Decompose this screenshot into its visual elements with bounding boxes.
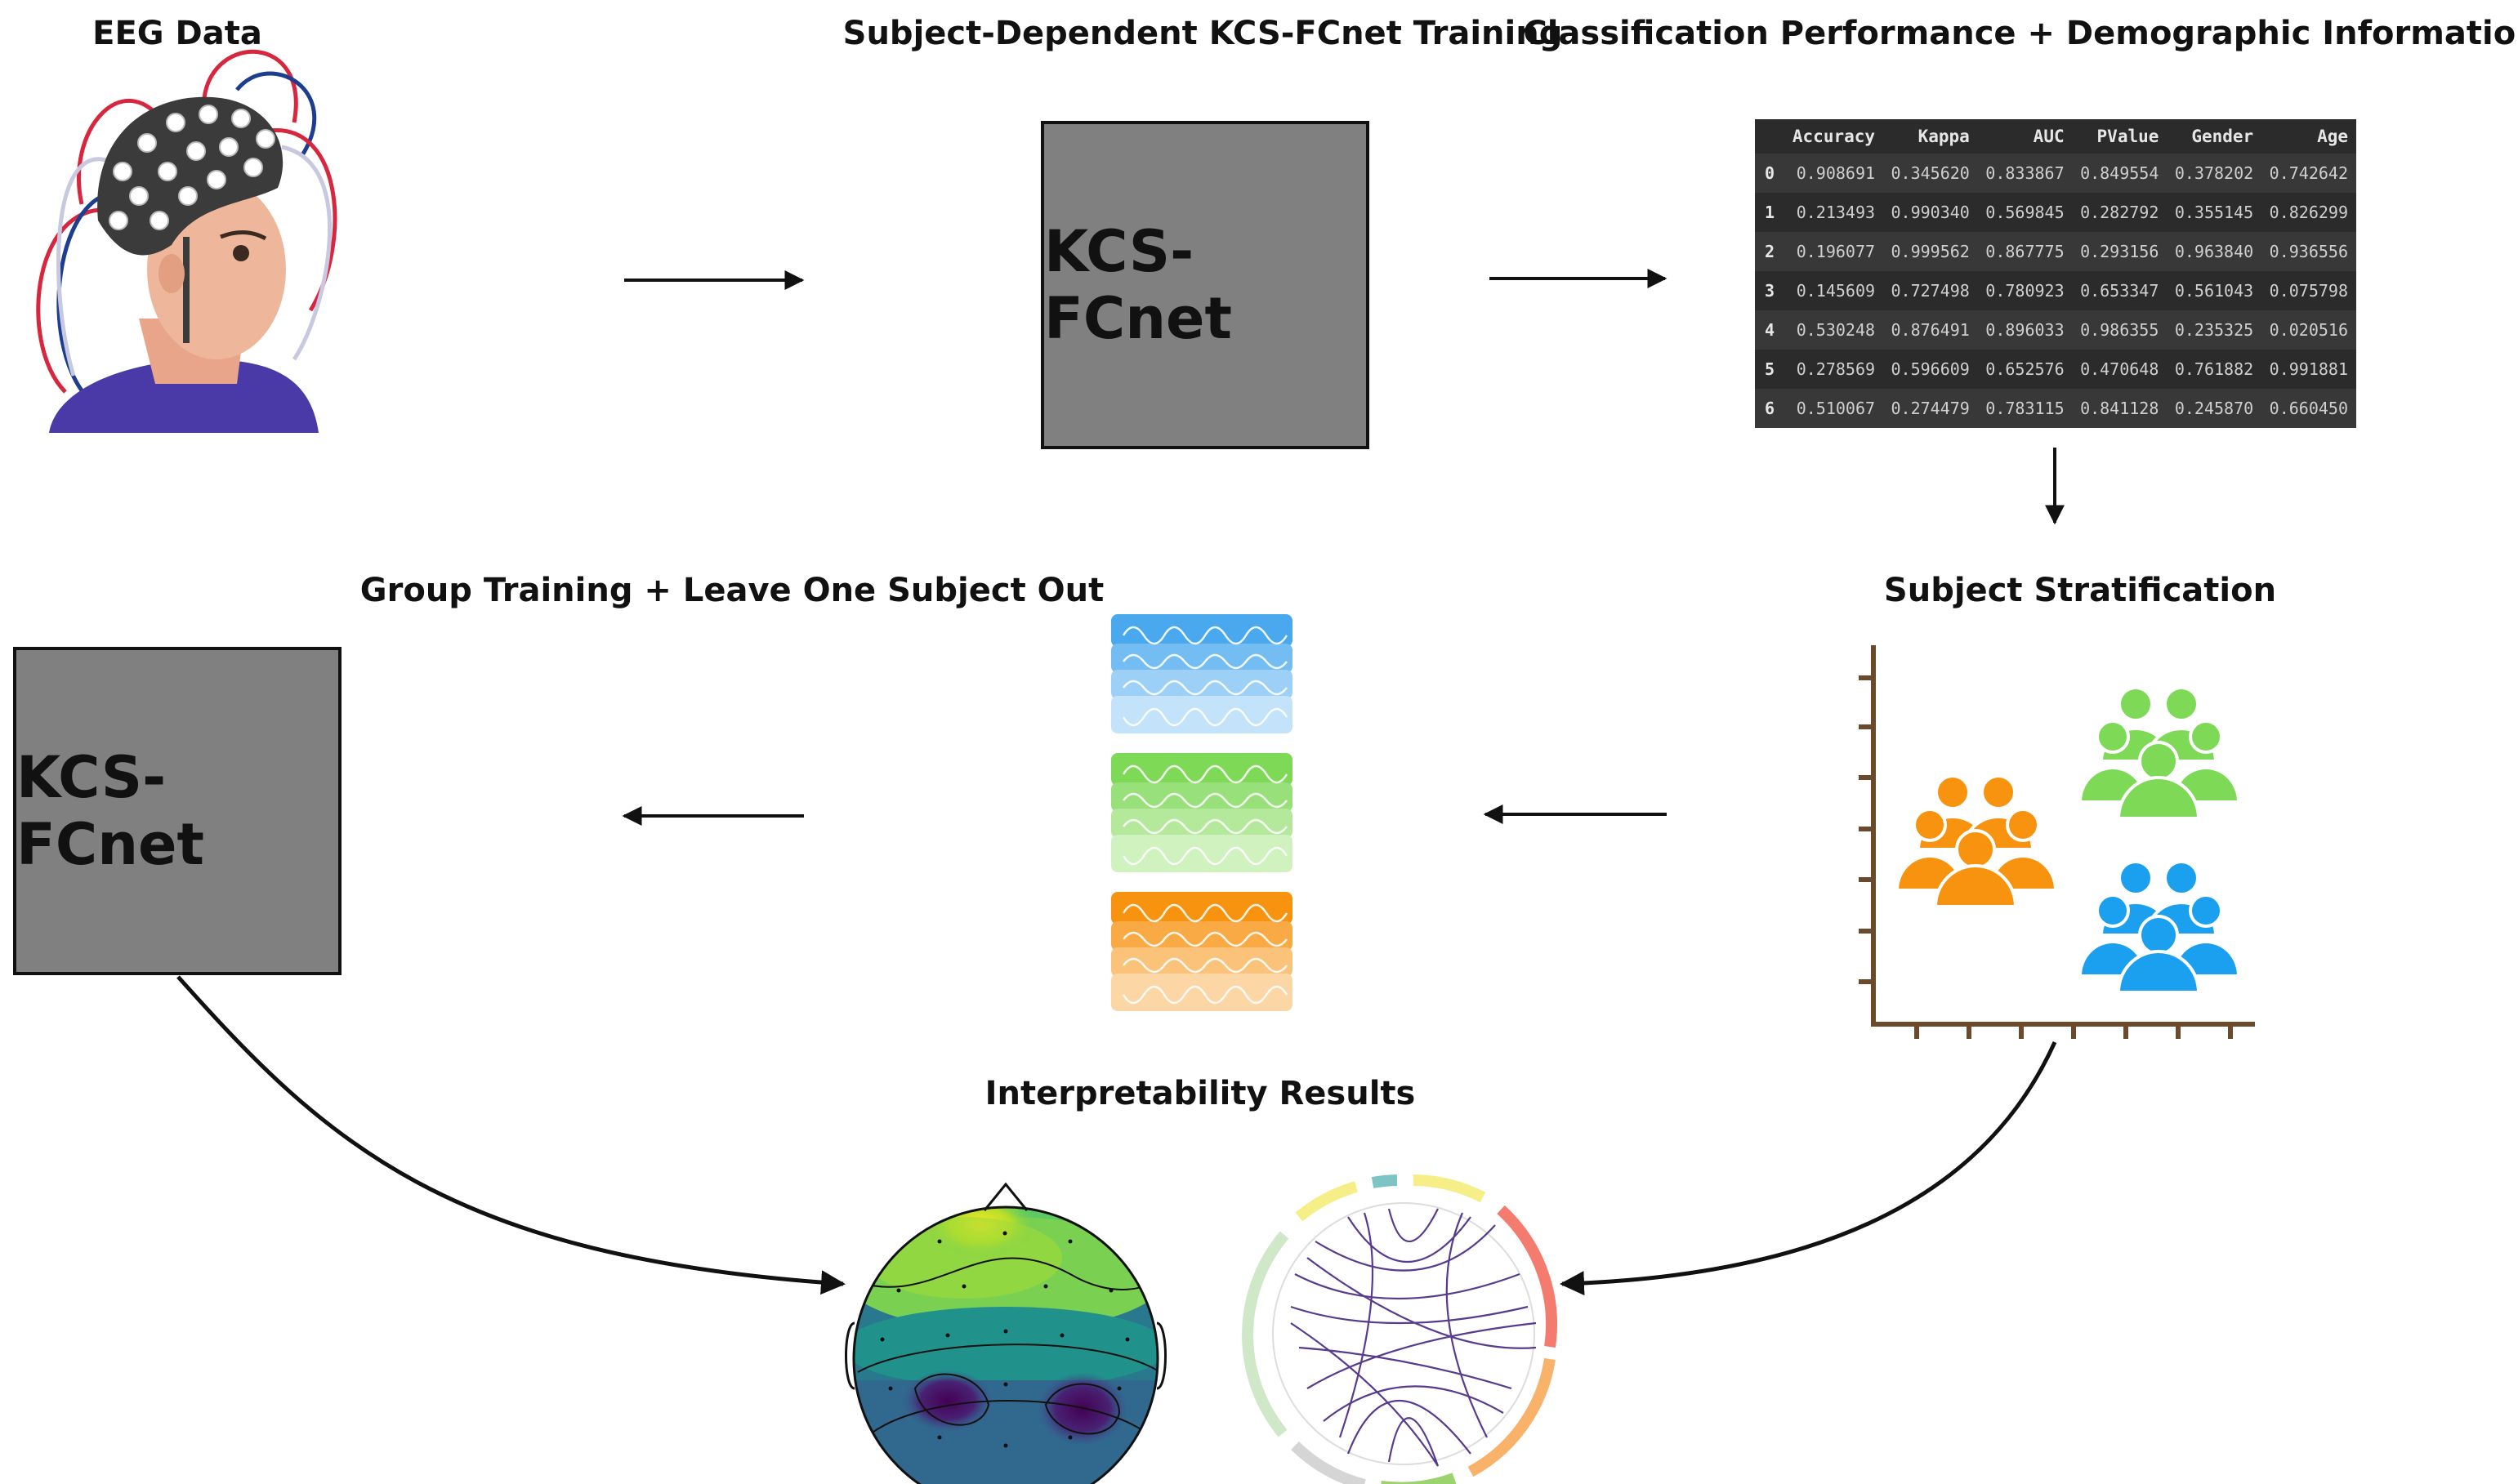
table-cell: 0.145609 xyxy=(1784,271,1884,310)
table-cell: 0.986355 xyxy=(2072,310,2168,350)
eeg-data-title: EEG Data xyxy=(92,15,262,52)
table-cell: 0.990340 xyxy=(1883,193,1978,232)
table-cell: 0.596609 xyxy=(1883,350,1978,389)
table-cell: 0.867775 xyxy=(1977,232,2073,271)
table-cell: 0 xyxy=(1755,154,1784,193)
table-row: 5 0.278569 0.596609 0.652576 0.470648 0.… xyxy=(1755,350,2356,389)
table-header: Age xyxy=(2317,127,2348,146)
table-cell: 0.282792 xyxy=(2072,193,2168,232)
table-cell: 0.569845 xyxy=(1977,193,2073,232)
table-header: Gender xyxy=(2191,127,2254,146)
eeg-signal-icon xyxy=(1111,614,1292,1011)
table-cell: 0.908691 xyxy=(1784,154,1884,193)
table-cell: 0.742642 xyxy=(2261,154,2356,193)
stratification-title: Subject Stratification xyxy=(1883,572,2277,609)
table-cell: 0.355145 xyxy=(2167,193,2262,232)
eeg-cap-head-icon xyxy=(36,49,337,433)
table-cell: 0.991881 xyxy=(2261,350,2356,389)
table-cell: 0.833867 xyxy=(1977,154,2073,193)
connectivity-chord-icon xyxy=(1242,1174,1557,1484)
subject-model-label: KCS-FCnet xyxy=(1044,218,1232,352)
performance-table: Accuracy Kappa AUC PValue Gender Age 0 0… xyxy=(1755,119,2356,428)
table-row: 1 0.213493 0.990340 0.569845 0.282792 0.… xyxy=(1755,193,2356,232)
table-cell: 0.963840 xyxy=(2167,232,2262,271)
table-cell: 0.727498 xyxy=(1883,271,1978,310)
arrow-group-to-topomap xyxy=(176,975,846,1295)
table-cell: 0.876491 xyxy=(1883,310,1978,350)
table-cell: 3 xyxy=(1755,271,1784,310)
table-cell: 0.235325 xyxy=(2167,310,2262,350)
table-cell: 0.660450 xyxy=(2261,389,2356,428)
training-title: Subject-Dependent KCS-FCnet Training xyxy=(842,15,1563,52)
table-cell: 0.196077 xyxy=(1784,232,1884,271)
stratification-plot xyxy=(1859,645,2255,1039)
table-cell: 0.278569 xyxy=(1784,350,1884,389)
table-cell: 6 xyxy=(1755,389,1784,428)
table-cell: 0.561043 xyxy=(2167,271,2262,310)
group-training-title: Group Training + Leave One Subject Out xyxy=(359,572,1105,609)
table-cell: 0.245870 xyxy=(2167,389,2262,428)
table-cell: 0.345620 xyxy=(1883,154,1978,193)
group-model-box: KCS-FCnet xyxy=(13,647,342,975)
subject-model-box: KCS-FCnet xyxy=(1041,121,1369,449)
table-cell: 0.999562 xyxy=(1883,232,1978,271)
table-cell: 0.470648 xyxy=(2072,350,2168,389)
performance-title: Classification Performance + Demographic… xyxy=(1523,15,2518,52)
table-row: 3 0.145609 0.727498 0.780923 0.653347 0.… xyxy=(1755,271,2356,310)
group-model-label: KCS-FCnet xyxy=(16,744,204,878)
table-cell: 0.841128 xyxy=(2072,389,2168,428)
table-cell: 0.213493 xyxy=(1784,193,1884,232)
table-cell: 0.653347 xyxy=(2072,271,2168,310)
arrow-stratification-to-chord xyxy=(1560,1041,2057,1296)
table-cell: 0.780923 xyxy=(1977,271,2073,310)
table-cell: 0.652576 xyxy=(1977,350,2073,389)
table-cell: 0.826299 xyxy=(2261,193,2356,232)
table-cell: 5 xyxy=(1755,350,1784,389)
table-header: AUC xyxy=(2033,127,2065,146)
table-row: 0 0.908691 0.345620 0.833867 0.849554 0.… xyxy=(1755,154,2356,193)
table-cell: 4 xyxy=(1755,310,1784,350)
table-cell: 0.075798 xyxy=(2261,271,2356,310)
table-cell: 0.936556 xyxy=(2261,232,2356,271)
table-cell: 1 xyxy=(1755,193,1784,232)
table-cell: 0.783115 xyxy=(1977,389,2073,428)
interpretability-title: Interpretability Results xyxy=(984,1075,1416,1112)
table-row: 2 0.196077 0.999562 0.867775 0.293156 0.… xyxy=(1755,232,2356,271)
people-group-icon xyxy=(1895,686,2241,994)
table-cell: 0.530248 xyxy=(1784,310,1884,350)
table-header: PValue xyxy=(2096,127,2159,146)
table-header: Accuracy xyxy=(1792,127,1876,146)
table-cell: 0.510067 xyxy=(1784,389,1884,428)
table-row: 4 0.530248 0.876491 0.896033 0.986355 0.… xyxy=(1755,310,2356,350)
table-cell: 0.378202 xyxy=(2167,154,2262,193)
table-cell: 0.849554 xyxy=(2072,154,2168,193)
table-cell: 0.293156 xyxy=(2072,232,2168,271)
table-header: Kappa xyxy=(1918,127,1970,146)
table-cell: 0.761882 xyxy=(2167,350,2262,389)
table-cell: 0.020516 xyxy=(2261,310,2356,350)
table-header-row: Accuracy Kappa AUC PValue Gender Age xyxy=(1755,119,2356,154)
topographic-map-icon xyxy=(845,1182,1167,1484)
table-cell: 0.274479 xyxy=(1883,389,1978,428)
table-row: 6 0.510067 0.274479 0.783115 0.841128 0.… xyxy=(1755,389,2356,428)
table-cell: 0.896033 xyxy=(1977,310,2073,350)
table-cell: 2 xyxy=(1755,232,1784,271)
